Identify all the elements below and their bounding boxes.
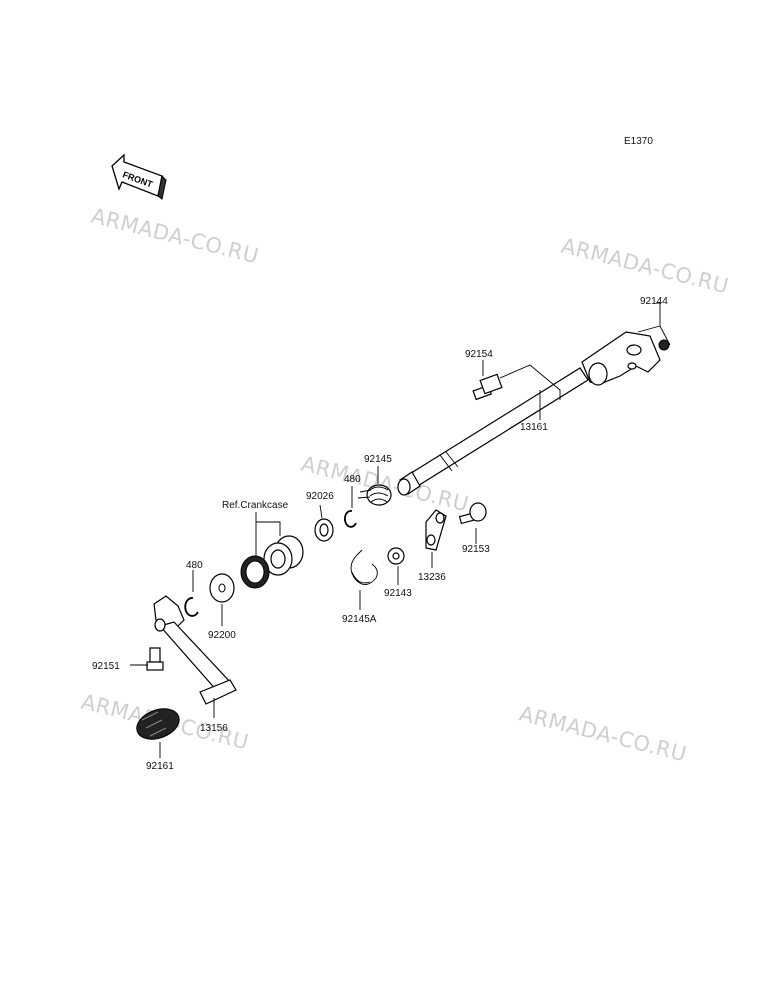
watermark-1: ARMADA-CO.RU bbox=[89, 204, 261, 269]
shift-arm-92144 bbox=[581, 331, 670, 386]
washer-92200 bbox=[209, 573, 235, 603]
shift-shaft-13161 bbox=[397, 367, 589, 496]
label-92153: 92153 bbox=[462, 544, 490, 555]
label-92026: 92026 bbox=[306, 491, 334, 502]
label-92161: 92161 bbox=[146, 761, 174, 772]
leader-lines bbox=[130, 302, 671, 758]
circlip-480-upper bbox=[343, 509, 357, 528]
watermark-2: ARMADA-CO.RU bbox=[559, 234, 731, 299]
label-92145A: 92145A bbox=[342, 614, 377, 625]
label-13236: 13236 bbox=[418, 572, 446, 583]
diagram-code: E1370 bbox=[624, 136, 653, 147]
rubber-92161 bbox=[136, 708, 180, 740]
spring-92145A bbox=[350, 549, 378, 585]
oil-seal bbox=[240, 555, 270, 589]
label-92144: 92144 bbox=[640, 296, 668, 307]
spring-92145 bbox=[357, 484, 392, 506]
bolt-92151 bbox=[146, 647, 164, 671]
label-92200: 92200 bbox=[208, 630, 236, 641]
label-480-upper: 480 bbox=[344, 474, 361, 485]
shift-pedal-13156 bbox=[153, 595, 237, 705]
label-92151: 92151 bbox=[92, 661, 120, 672]
label-13161: 13161 bbox=[520, 422, 548, 433]
bolt-92154 bbox=[472, 373, 503, 401]
part-labels: 92144 92154 13161 92145 480 92026 Ref.Cr… bbox=[92, 296, 668, 772]
label-92145: 92145 bbox=[364, 454, 392, 465]
washer-92026 bbox=[314, 518, 334, 542]
watermark-5: ARMADA-CO.RU bbox=[517, 702, 689, 767]
label-13156: 13156 bbox=[200, 723, 228, 734]
label-92143: 92143 bbox=[384, 588, 412, 599]
circlip-480-lower bbox=[184, 597, 199, 617]
label-92154: 92154 bbox=[465, 349, 493, 360]
lever-13236 bbox=[425, 509, 447, 551]
collar-92143 bbox=[387, 547, 405, 565]
bolt-92153 bbox=[458, 502, 487, 525]
front-arrow-icon: FRONT bbox=[111, 153, 167, 200]
label-ref-crankcase: Ref.Crankcase bbox=[222, 500, 289, 511]
label-480-lower: 480 bbox=[186, 560, 203, 571]
needle-bearing bbox=[263, 535, 304, 576]
